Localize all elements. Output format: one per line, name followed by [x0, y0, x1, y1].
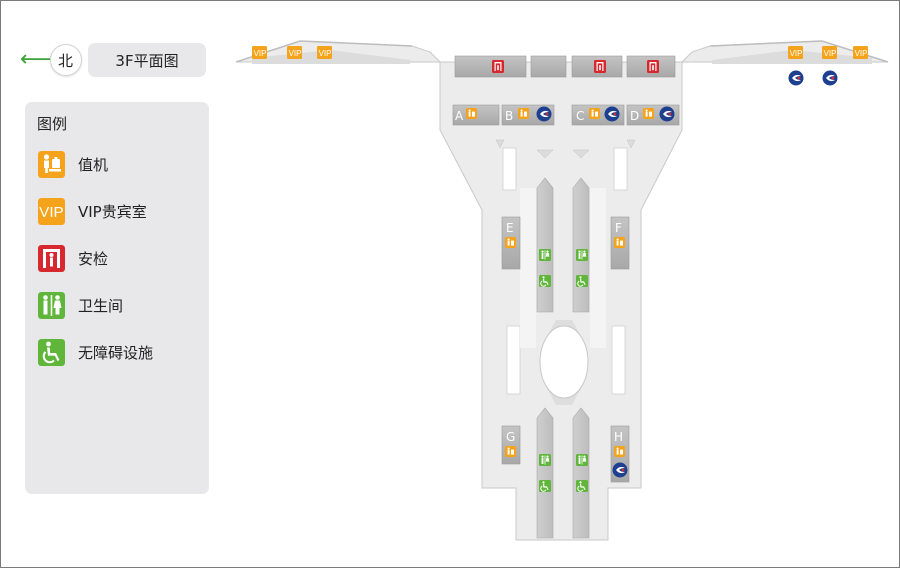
counter-label-d: D — [630, 109, 639, 123]
ramp-south-right — [572, 407, 590, 539]
legend-item-accessible: 无障碍设施 — [38, 338, 153, 366]
checkin-icon[interactable] — [643, 108, 654, 119]
security-block-2 — [530, 55, 567, 78]
wall-segment — [611, 325, 626, 395]
wall-segment — [613, 147, 628, 191]
restroom-icon — [38, 291, 65, 319]
restroom-icon[interactable] — [576, 454, 588, 466]
counter-label-g: G — [506, 430, 515, 444]
vip-icon[interactable]: VIP — [822, 46, 837, 59]
svg-text:VIP: VIP — [790, 49, 803, 58]
legend-item-vip: VIP VIP贵宾室 — [38, 197, 147, 225]
checkin-icon[interactable] — [614, 237, 625, 248]
legend-label-security: 安检 — [78, 249, 109, 268]
airline-logo-icon[interactable] — [604, 106, 620, 122]
central-atrium — [539, 325, 589, 399]
legend-label-accessible: 无障碍设施 — [78, 343, 154, 362]
ramp-south-left — [536, 407, 554, 539]
checkin-icon — [38, 150, 65, 178]
ramp-north-left — [536, 177, 554, 313]
airline-logo-icon[interactable] — [788, 70, 804, 86]
checkin-icon[interactable] — [466, 108, 477, 119]
restroom-icon[interactable] — [539, 454, 551, 466]
restroom-icon[interactable] — [539, 249, 551, 261]
vip-icon[interactable]: VIP — [287, 46, 302, 59]
wheelchair-icon — [38, 338, 65, 366]
vip-icon[interactable]: VIP — [317, 46, 332, 59]
svg-text:VIP: VIP — [824, 49, 837, 58]
airline-logo-icon[interactable] — [536, 106, 552, 122]
ramp-north-right — [572, 177, 590, 313]
corridor-shade — [520, 188, 536, 348]
wheelchair-icon[interactable] — [539, 275, 551, 287]
legend-panel: 图例 值机 VIP VIP贵宾室 安检 — [25, 102, 209, 494]
svg-text:VIP: VIP — [855, 49, 868, 58]
security-icon[interactable] — [647, 60, 659, 73]
vip-icon: VIP — [38, 197, 65, 225]
vip-icon[interactable]: VIP — [788, 46, 803, 59]
counter-label-a: A — [455, 109, 464, 123]
terminal-floor — [235, 40, 889, 541]
arrow-marker — [572, 149, 590, 159]
arrow-marker — [495, 139, 505, 149]
arrow-left-icon: ⟵ — [20, 47, 52, 72]
svg-text:VIP: VIP — [254, 49, 267, 58]
counter-label-e: E — [506, 221, 514, 235]
arrow-marker — [626, 139, 636, 149]
checkin-icon[interactable] — [505, 446, 516, 457]
corridor-shade — [590, 188, 606, 348]
legend-label-vip: VIP贵宾室 — [78, 202, 147, 221]
checkin-icon[interactable] — [505, 237, 516, 248]
legend-item-restroom: 卫生间 — [38, 291, 123, 319]
checkin-icon[interactable] — [518, 108, 529, 119]
north-indicator: ⟵ 北 — [20, 44, 82, 76]
legend-title: 图例 — [37, 115, 68, 133]
airline-logo-icon[interactable] — [612, 462, 628, 478]
legend-item-checkin: 值机 — [38, 150, 108, 178]
legend-item-security: 安检 — [38, 244, 108, 272]
vip-icon[interactable]: VIP — [252, 46, 267, 59]
counter-label-f: F — [615, 221, 622, 235]
svg-text:VIP: VIP — [289, 49, 302, 58]
legend-label-restroom: 卫生间 — [78, 296, 124, 315]
wheelchair-icon[interactable] — [539, 480, 551, 492]
airline-logo-icon[interactable] — [659, 106, 675, 122]
svg-text:VIP: VIP — [39, 204, 64, 221]
counter-label-h: H — [614, 430, 623, 444]
checkin-icon[interactable] — [589, 108, 600, 119]
security-icon — [38, 244, 65, 272]
north-label: 北 — [49, 44, 82, 76]
security-icon[interactable] — [492, 60, 504, 73]
legend-label-checkin: 值机 — [78, 155, 109, 174]
vip-icon[interactable]: VIP — [853, 46, 868, 59]
security-block-1 — [454, 55, 527, 78]
counter-label-b: B — [505, 109, 513, 123]
svg-text:VIP: VIP — [319, 49, 332, 58]
wheelchair-icon[interactable] — [576, 480, 588, 492]
checkin-icon[interactable] — [614, 446, 625, 457]
wall-segment — [502, 147, 517, 191]
wheelchair-icon[interactable] — [576, 275, 588, 287]
security-icon[interactable] — [594, 60, 606, 73]
arrow-marker — [536, 149, 554, 159]
airline-logo-icon[interactable] — [822, 70, 838, 86]
restroom-icon[interactable] — [576, 249, 588, 261]
floor-title[interactable]: 3F平面图 — [88, 43, 206, 77]
wall-segment — [506, 325, 521, 395]
counter-label-c: C — [576, 109, 584, 123]
